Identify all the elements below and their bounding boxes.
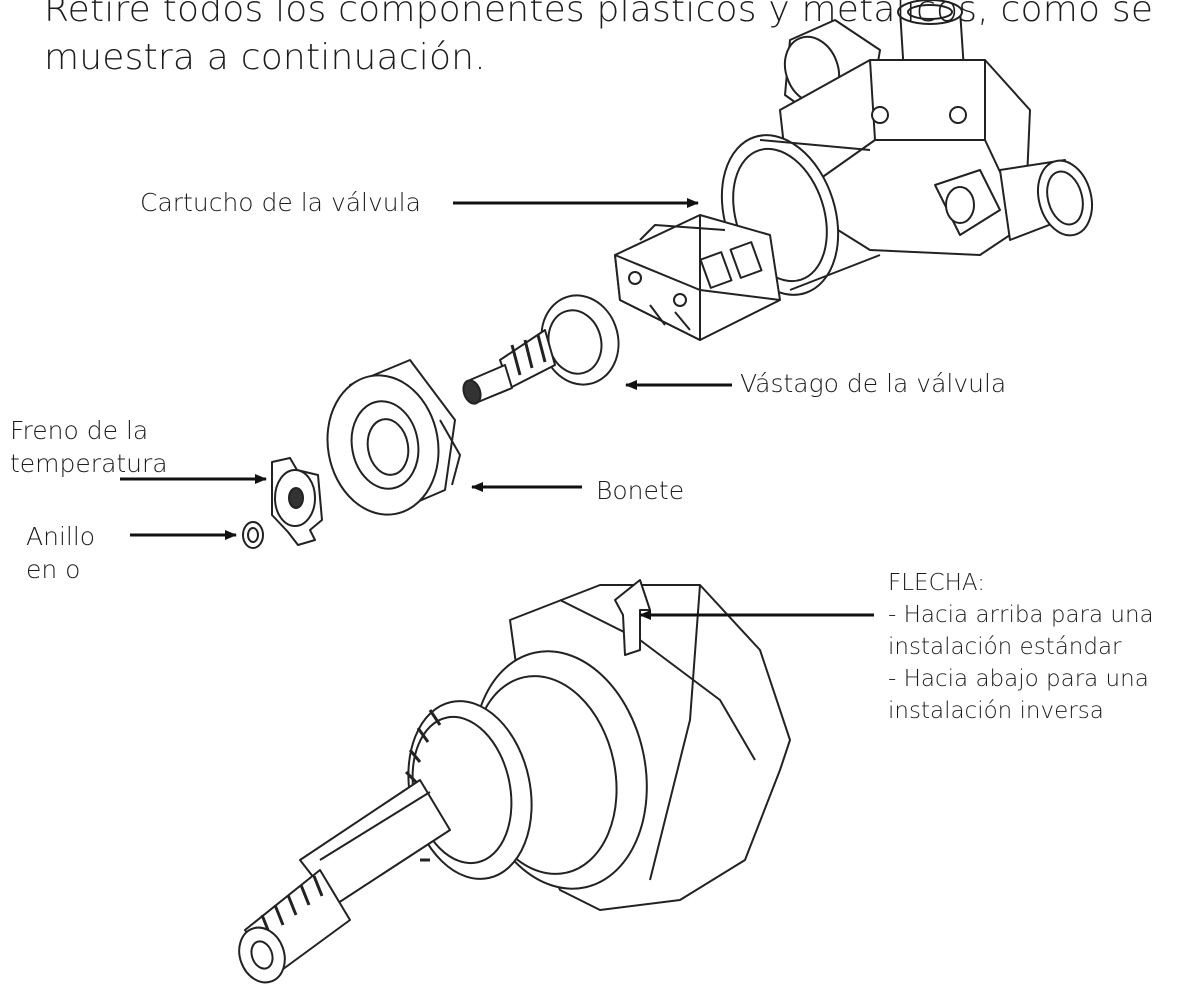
valve-stem-illustration [462, 294, 620, 405]
label-flecha-line-2: instalación estándar [888, 634, 1122, 660]
label-anillo: Anillo en o [26, 522, 96, 584]
label-cartucho: Cartucho de la válvula [140, 188, 421, 217]
label-flecha-line-3: - Hacia abajo para una [888, 666, 1149, 692]
valve-cartridge-illustration [614, 214, 781, 341]
o-ring-illustration [242, 521, 264, 549]
stem-detail-illustration [238, 579, 791, 984]
bonnet-illustration [326, 359, 461, 516]
label-vastago: Vástago de la válvula [740, 369, 1007, 398]
label-flecha-line-4: instalación inversa [888, 698, 1104, 724]
label-freno: Freno de la temperatura [10, 416, 168, 478]
callout-arrows [120, 198, 874, 620]
intro-line-1: Retire todos los componentes plásticos y… [44, 0, 1154, 30]
label-flecha-title: FLECHA: [888, 570, 986, 596]
temperature-stop-illustration [271, 457, 323, 546]
label-flecha-line-1: - Hacia arriba para una [888, 602, 1154, 628]
intro-line-2: muestra a continuación. [44, 37, 486, 78]
label-bonete: Bonete [596, 476, 685, 505]
